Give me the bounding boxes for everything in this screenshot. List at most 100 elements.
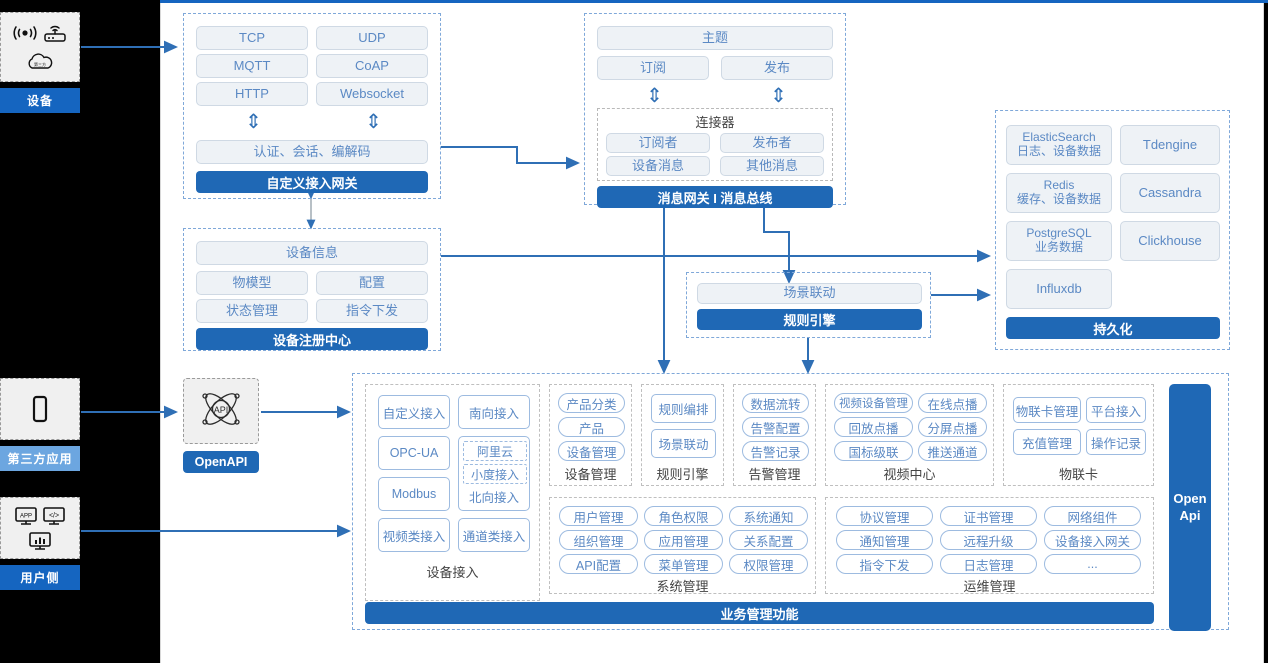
protocol-http[interactable]: HTTP xyxy=(196,82,308,106)
access-video[interactable]: 视频类接入 xyxy=(378,518,450,552)
vc-video-device-mgmt[interactable]: 视频设备管理 xyxy=(834,393,913,413)
sm-user-management[interactable]: 用户管理 xyxy=(559,506,638,526)
om-log-management[interactable]: 日志管理 xyxy=(940,554,1037,574)
connector-subscriber[interactable]: 订阅者 xyxy=(606,133,710,153)
om-protocol-management[interactable]: 协议管理 xyxy=(836,506,933,526)
device-access-group: 自定义接入 南向接入 OPC-UA Modbus 阿里云 小度接入 北向接入 视… xyxy=(365,384,540,601)
rail-item-user-side: APP </> 用户侧 xyxy=(0,497,80,590)
open-api-line1: Open xyxy=(1173,490,1207,506)
video-center-caption: 视频中心 xyxy=(883,467,936,482)
sm-org-management[interactable]: 组织管理 xyxy=(559,530,638,550)
connector-other-message[interactable]: 其他消息 xyxy=(720,156,824,176)
openapi-label[interactable]: OpenAPI xyxy=(183,451,259,473)
sm-menu-management[interactable]: 菜单管理 xyxy=(644,554,723,574)
rule-engine-group: 场景联动 规则引擎 xyxy=(686,272,931,338)
am-alarm-config[interactable]: 告警配置 xyxy=(742,417,809,437)
vc-online-play[interactable]: 在线点播 xyxy=(918,393,987,413)
re-rule-orchestration[interactable]: 规则编排 xyxy=(651,394,716,423)
registry-config[interactable]: 配置 xyxy=(316,271,428,295)
sm-role-permission[interactable]: 角色权限 xyxy=(644,506,723,526)
vc-push-channel[interactable]: 推送通道 xyxy=(918,441,987,461)
access-channel[interactable]: 通道类接入 xyxy=(458,518,530,552)
alarm-management-group: 数据流转 告警配置 告警记录 告警管理 xyxy=(733,384,816,486)
protocol-udp[interactable]: UDP xyxy=(316,26,428,50)
registry-device-info[interactable]: 设备信息 xyxy=(196,241,428,265)
om-more[interactable]: ... xyxy=(1044,554,1141,574)
store-elasticsearch[interactable]: ElasticSearch 日志、设备数据 xyxy=(1006,125,1112,165)
registry-thing-model[interactable]: 物模型 xyxy=(196,271,308,295)
protocol-websocket[interactable]: Websocket xyxy=(316,82,428,106)
om-device-access-gateway[interactable]: 设备接入网关 xyxy=(1044,530,1141,550)
om-cert-management[interactable]: 证书管理 xyxy=(940,506,1037,526)
business-region-group: 自定义接入 南向接入 OPC-UA Modbus 阿里云 小度接入 北向接入 视… xyxy=(352,373,1229,631)
store-clickhouse[interactable]: Clickhouse xyxy=(1120,221,1220,261)
access-opc-ua[interactable]: OPC-UA xyxy=(378,436,450,470)
connector-publisher[interactable]: 发布者 xyxy=(720,133,824,153)
om-remote-upgrade[interactable]: 远程升级 xyxy=(940,530,1037,550)
wifi-signal-icon xyxy=(12,24,38,42)
device-registry-group: 设备信息 物模型 配置 状态管理 指令下发 设备注册中心 xyxy=(183,228,441,351)
business-banner[interactable]: 业务管理功能 xyxy=(365,602,1154,624)
store-postgresql[interactable]: PostgreSQL 业务数据 xyxy=(1006,221,1112,261)
dm-product-category[interactable]: 产品分类 xyxy=(558,393,625,413)
publish-pill[interactable]: 发布 xyxy=(721,56,833,80)
gateway-title-bar[interactable]: 自定义接入网关 xyxy=(196,171,428,193)
registry-title-bar[interactable]: 设备注册中心 xyxy=(196,328,428,350)
rule-engine-scene-linkage[interactable]: 场景联动 xyxy=(697,283,922,304)
access-northbound[interactable]: 阿里云 小度接入 北向接入 xyxy=(458,436,530,511)
vc-split-screen[interactable]: 分屏点播 xyxy=(918,417,987,437)
message-bus-title-bar[interactable]: 消息网关 I 消息总线 xyxy=(597,186,833,208)
sm-system-notice[interactable]: 系统通知 xyxy=(729,506,808,526)
iot-card-caption: 物联卡 xyxy=(1058,467,1098,482)
device-management-group: 产品分类 产品 设备管理 设备管理 xyxy=(549,384,632,486)
persistence-title-bar[interactable]: 持久化 xyxy=(1006,317,1220,339)
om-command-dispatch[interactable]: 指令下发 xyxy=(836,554,933,574)
am-data-flow[interactable]: 数据流转 xyxy=(742,393,809,413)
ic-operation-log[interactable]: 操作记录 xyxy=(1086,429,1146,455)
protocol-coap[interactable]: CoAP xyxy=(316,54,428,78)
iot-card-group: 物联卡管理 平台接入 充值管理 操作记录 物联卡 xyxy=(1003,384,1154,486)
connector-group: 连接器 订阅者 发布者 设备消息 其他消息 xyxy=(597,108,833,181)
store-desc: 缓存、设备数据 xyxy=(1016,192,1101,206)
sm-app-management[interactable]: 应用管理 xyxy=(644,530,723,550)
connector-device-message[interactable]: 设备消息 xyxy=(606,156,710,176)
dm-device-management[interactable]: 设备管理 xyxy=(558,441,625,461)
store-cassandra[interactable]: Cassandra xyxy=(1120,173,1220,213)
app-window-icon: APP xyxy=(14,505,38,527)
store-name: ElasticSearch xyxy=(1022,130,1096,145)
om-notice-management[interactable]: 通知管理 xyxy=(836,530,933,550)
store-influxdb[interactable]: Influxdb xyxy=(1006,269,1112,309)
store-redis[interactable]: Redis 缓存、设备数据 xyxy=(1006,173,1112,213)
access-xiaodu[interactable]: 小度接入 xyxy=(463,464,527,484)
access-aliyun[interactable]: 阿里云 xyxy=(463,441,527,461)
sm-api-config[interactable]: API配置 xyxy=(559,554,638,574)
re-scene-linkage[interactable]: 场景联动 xyxy=(651,429,716,458)
rail-item-device: 第三方 设备 xyxy=(0,12,80,113)
ic-platform-access[interactable]: 平台接入 xyxy=(1086,397,1146,423)
store-tdengine[interactable]: Tdengine xyxy=(1120,125,1220,165)
third-party-icon-box xyxy=(0,378,80,440)
alarm-management-caption: 告警管理 xyxy=(748,467,801,482)
svg-text:第三方: 第三方 xyxy=(34,61,46,67)
access-custom[interactable]: 自定义接入 xyxy=(378,395,450,429)
am-alarm-record[interactable]: 告警记录 xyxy=(742,441,809,461)
ic-card-management[interactable]: 物联卡管理 xyxy=(1013,397,1081,423)
subscribe-pill[interactable]: 订阅 xyxy=(597,56,709,80)
access-modbus[interactable]: Modbus xyxy=(378,477,450,511)
vc-playback[interactable]: 回放点播 xyxy=(834,417,913,437)
protocol-tcp[interactable]: TCP xyxy=(196,26,308,50)
sm-relation-config[interactable]: 关系配置 xyxy=(729,530,808,550)
gateway-middle-layer[interactable]: 认证、会话、编解码 xyxy=(196,140,428,164)
topic-pill[interactable]: 主题 xyxy=(597,26,833,50)
vc-gb-cascade[interactable]: 国标级联 xyxy=(834,441,913,461)
protocol-mqtt[interactable]: MQTT xyxy=(196,54,308,78)
dm-product[interactable]: 产品 xyxy=(558,417,625,437)
open-api-vertical-bar[interactable]: Open Api xyxy=(1169,384,1211,631)
om-network-component[interactable]: 网络组件 xyxy=(1044,506,1141,526)
rule-engine-title-bar[interactable]: 规则引擎 xyxy=(697,309,922,330)
registry-state-mgmt[interactable]: 状态管理 xyxy=(196,299,308,323)
access-southbound[interactable]: 南向接入 xyxy=(458,395,530,429)
sm-permission-management[interactable]: 权限管理 xyxy=(729,554,808,574)
ic-recharge-management[interactable]: 充值管理 xyxy=(1013,429,1081,455)
registry-command-dispatch[interactable]: 指令下发 xyxy=(316,299,428,323)
